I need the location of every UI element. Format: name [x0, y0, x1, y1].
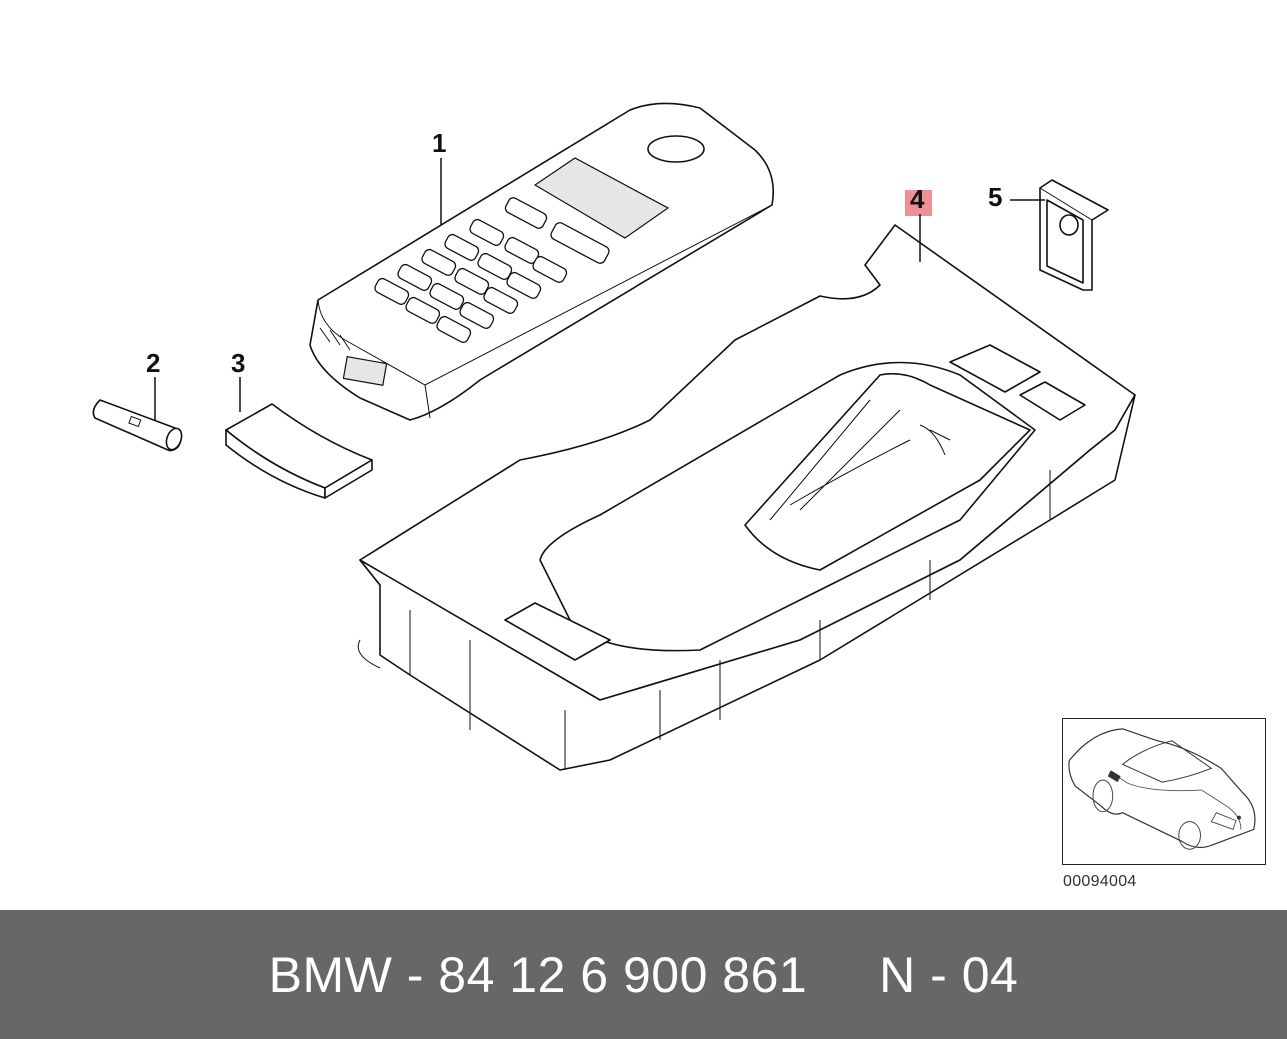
footer-bar: BMW - 84 12 6 900 861 N - 04 — [0, 910, 1287, 1039]
car-outline-icon — [1068, 728, 1256, 850]
parts-diagram: 1 2 3 4 5 — [92, 102, 1136, 771]
callout-4: 4 — [910, 184, 925, 214]
curved-pad-icon — [225, 403, 373, 499]
highlight-badge — [905, 190, 932, 216]
cradle-tray-icon — [357, 190, 1136, 771]
car-location-thumbnail — [1062, 718, 1266, 865]
contact-pin-icon — [92, 399, 183, 452]
callout-2: 2 — [146, 348, 160, 378]
cover-plate-icon — [1039, 179, 1109, 291]
callout-1: 1 — [432, 128, 446, 158]
callout-5: 5 — [988, 182, 1002, 212]
phone-handset-icon — [309, 102, 774, 421]
callout-3: 3 — [231, 348, 245, 378]
diagram-number: 00094004 — [1063, 873, 1137, 890]
part-number-label: BMW - 84 12 6 900 861 N - 04 — [268, 946, 1019, 1003]
